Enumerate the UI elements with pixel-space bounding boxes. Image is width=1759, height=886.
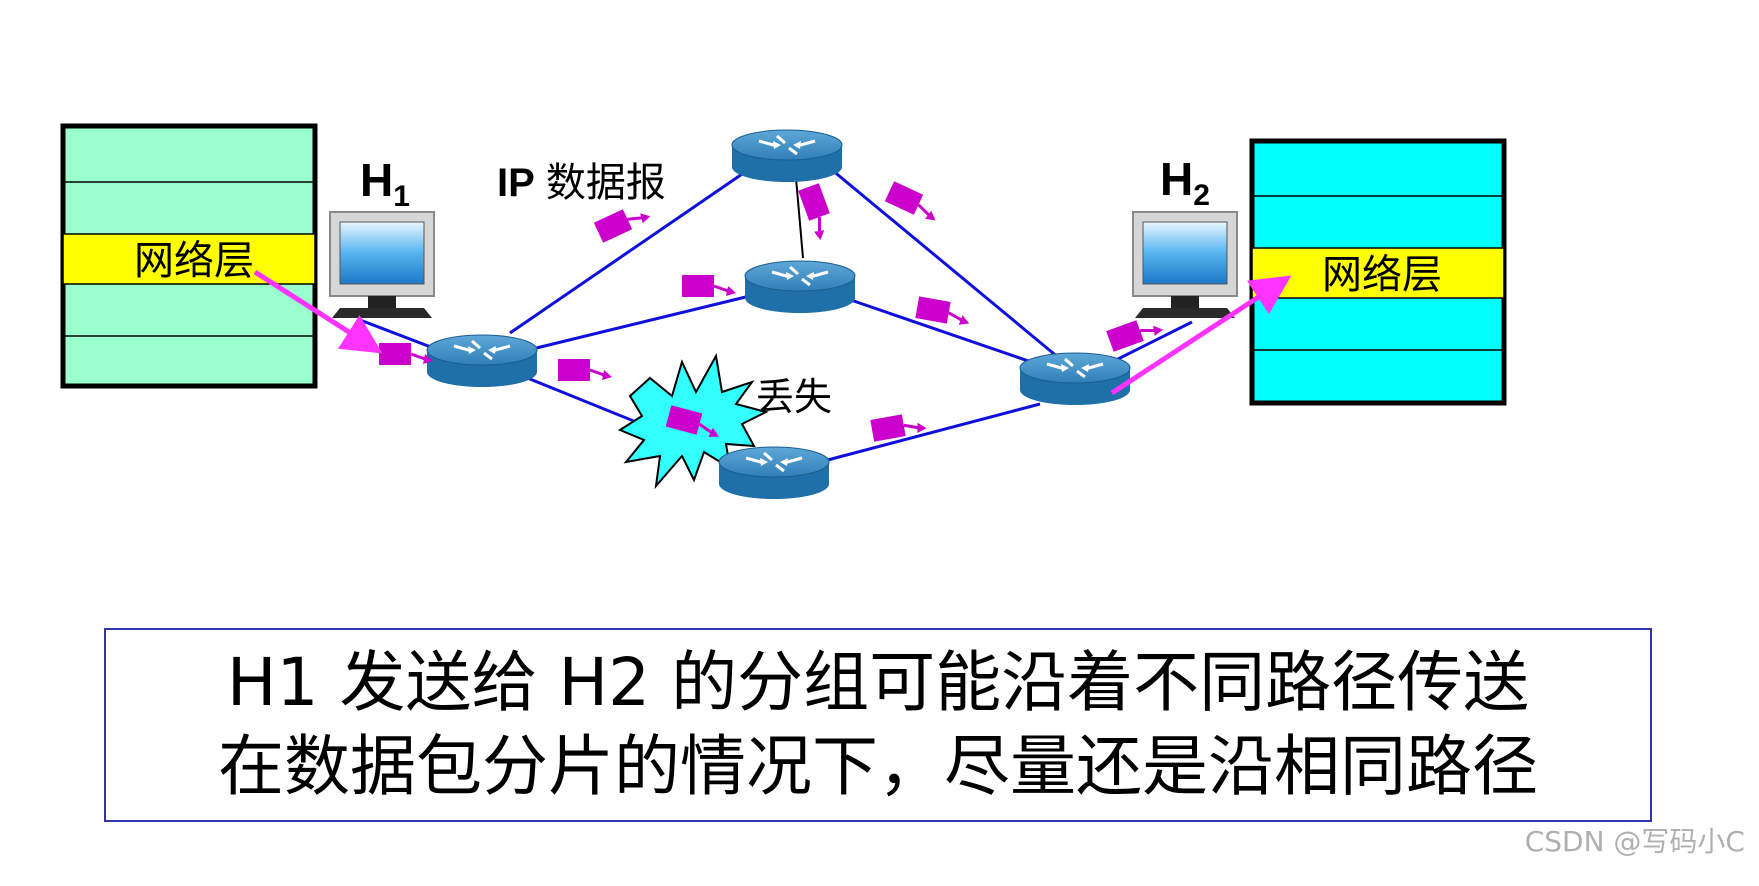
caption-line-1: H1 发送给 H2 的分组可能沿着不同路径传送: [226, 644, 1530, 721]
caption-box: H1 发送给 H2 的分组可能沿着不同路径传送 在数据包分片的情况下，尽量还是沿…: [104, 628, 1652, 822]
packet: [913, 294, 974, 329]
network-links: [359, 163, 1193, 464]
router-right: [1018, 351, 1132, 407]
network-layer-arrows: [253, 269, 1292, 396]
packet: [592, 198, 654, 245]
router-left: [425, 333, 539, 389]
host-h1-computer-icon: [329, 211, 435, 319]
packet-loss-label: 丢失: [756, 375, 832, 419]
right-protocol-stack: 网络层: [1249, 138, 1507, 406]
watermark: CSDN @写码小C: [1524, 825, 1745, 858]
packet: [883, 179, 945, 226]
packet: [556, 357, 614, 383]
h2-label: H2: [1160, 153, 1210, 212]
packet: [796, 181, 839, 243]
packet: [680, 273, 738, 299]
h1-label: H1: [360, 154, 410, 213]
right-network-layer-label: 网络层: [1322, 252, 1442, 298]
router-top: [730, 128, 844, 184]
packet: [1104, 311, 1166, 354]
host-h2-computer-icon: [1132, 211, 1238, 319]
left-network-layer-label: 网络层: [134, 238, 254, 284]
caption-line-2: 在数据包分片的情况下，尽量还是沿相同路径: [218, 728, 1538, 805]
router-bottom: [717, 445, 831, 501]
router-middle: [743, 259, 857, 315]
left-protocol-stack: 网络层: [60, 123, 318, 389]
ip-datagram-label: IP 数据报: [497, 161, 666, 205]
